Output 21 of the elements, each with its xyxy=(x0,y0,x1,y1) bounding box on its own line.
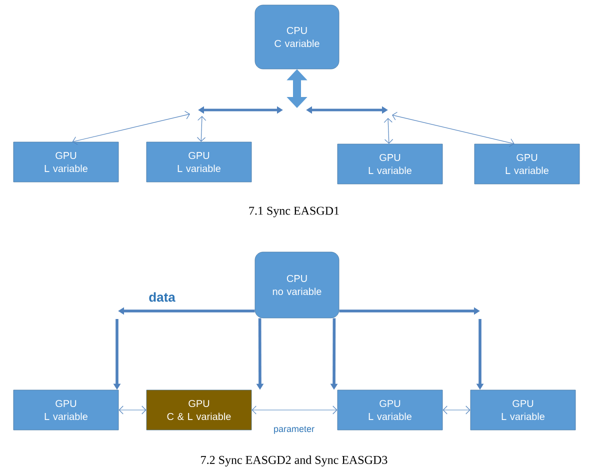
arrow xyxy=(384,118,394,144)
edge-label: parameter xyxy=(272,425,316,435)
gpu-box: GPU L variable xyxy=(146,142,252,182)
gpu-box: GPU L variable xyxy=(470,390,576,430)
arrow xyxy=(392,112,514,147)
gpu-box: GPU L variable xyxy=(13,390,119,430)
gpu-box: GPU L variable xyxy=(474,144,580,184)
caption: 7.2 Sync EASGD2 and Sync EASGD3 xyxy=(201,456,388,466)
arrow xyxy=(252,406,338,414)
gpu-box: GPU L variable xyxy=(337,144,443,184)
arrow xyxy=(442,406,470,414)
arrow xyxy=(72,110,190,145)
gpu-box: GPU L variable xyxy=(13,142,119,182)
arrow xyxy=(196,116,206,142)
gpu-box: GPU C & L variable xyxy=(146,390,252,430)
caption: 7.1 Sync EASGD1 xyxy=(249,206,339,218)
edge-label: data xyxy=(148,291,176,303)
cpu-box: CPU no variable xyxy=(254,252,340,318)
arrow xyxy=(118,406,146,414)
gpu-box: GPU L variable xyxy=(337,390,443,430)
cpu-box: CPU C variable xyxy=(254,4,340,70)
